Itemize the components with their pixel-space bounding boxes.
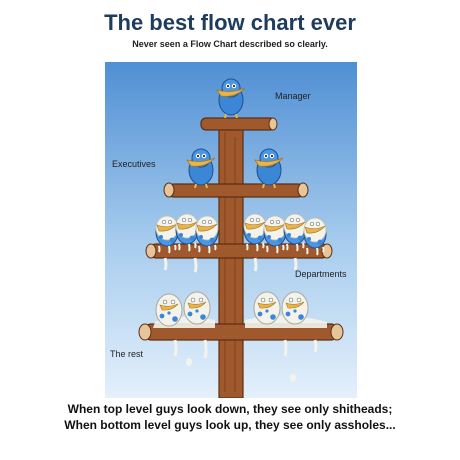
hierarchy-illustration: Manager Executives Departments The rest xyxy=(105,62,357,399)
departments-label: Departments xyxy=(295,269,347,279)
manager-branch xyxy=(200,117,276,131)
tree-trunk xyxy=(218,123,244,399)
departments-branch xyxy=(150,243,328,259)
diagram-title: The best flow chart ever xyxy=(104,10,356,35)
executives-label: Executives xyxy=(112,159,156,169)
the-rest-bird xyxy=(253,291,281,325)
caption-line-2: When bottom level guys look up, they see… xyxy=(64,418,396,432)
caption-line-1: When top level guys look down, they see … xyxy=(67,402,393,416)
diagram-subtitle: Never seen a Flow Chart described so cle… xyxy=(132,39,328,49)
tree-scene xyxy=(105,62,357,399)
executives-branch xyxy=(168,183,304,198)
the-rest-bird xyxy=(281,291,309,325)
the-rest-bird xyxy=(183,291,211,325)
manager-label: Manager xyxy=(275,91,311,101)
the-rest-label: The rest xyxy=(110,349,144,359)
the-rest-bird xyxy=(155,293,183,327)
